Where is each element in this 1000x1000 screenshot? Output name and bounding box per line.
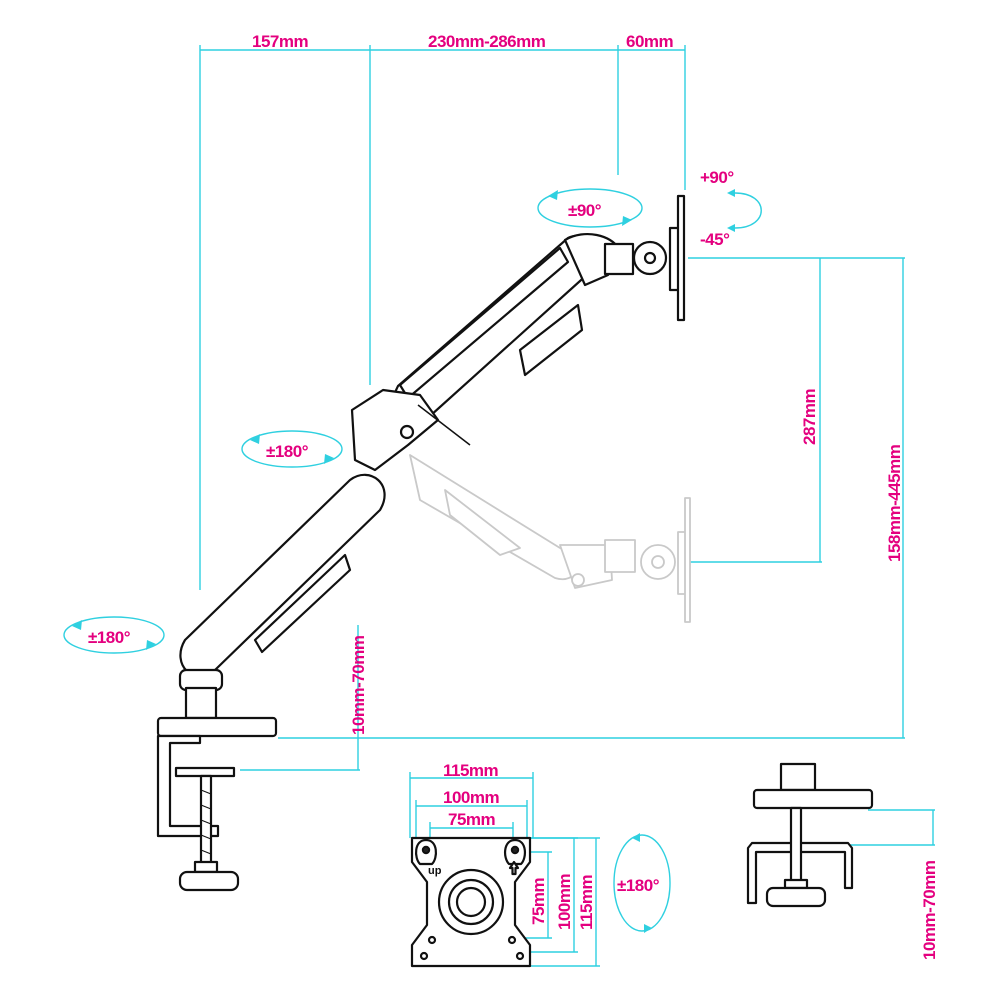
vesa-115mm-height: 115mm bbox=[577, 874, 596, 930]
height-dimension-lines bbox=[240, 257, 905, 771]
rotation-plate-indicator bbox=[613, 833, 671, 933]
tilt-down-label: -45° bbox=[700, 230, 730, 249]
clamp-knob bbox=[178, 870, 240, 892]
lower-arm bbox=[179, 473, 386, 678]
vesa-up-label: up bbox=[428, 865, 442, 877]
lower-arm-spring bbox=[253, 553, 352, 654]
dim-158-445mm: 158mm-445mm bbox=[885, 444, 904, 562]
base-column bbox=[184, 686, 218, 720]
rotation-elbow-label: ±180° bbox=[266, 442, 309, 461]
vesa-dimension-lines bbox=[409, 772, 600, 967]
vesa-plate bbox=[410, 836, 532, 968]
tilt-indicator bbox=[727, 189, 762, 232]
clamp-top-plate bbox=[156, 716, 278, 738]
rotation-head-label: ±90° bbox=[568, 201, 602, 220]
rotation-base-indicator bbox=[63, 616, 165, 654]
dim-clamp-detail-10-70mm: 10mm-70mm bbox=[920, 860, 939, 960]
up-arrow-icon bbox=[508, 860, 520, 876]
clamp-detail-screw bbox=[789, 806, 803, 890]
rotation-plate-label: ±180° bbox=[617, 876, 660, 895]
clamp-detail bbox=[746, 762, 874, 908]
rotation-base-label: ±180° bbox=[88, 628, 131, 647]
rotation-head-indicator bbox=[537, 188, 643, 228]
elbow-joint bbox=[350, 388, 440, 472]
clamp-detail-dimension-lines bbox=[848, 809, 935, 846]
lowered-arm-ghost bbox=[409, 454, 691, 623]
vesa-115mm-width: 115mm bbox=[443, 761, 499, 780]
clamp-pad bbox=[174, 766, 236, 778]
vesa-plate-side bbox=[676, 194, 686, 322]
clamp-detail-bracket bbox=[746, 841, 854, 905]
clamp-nut bbox=[193, 860, 219, 874]
dim-clamp-10-70mm: 10mm-70mm bbox=[349, 635, 368, 735]
clamp-detail-knob bbox=[765, 886, 827, 908]
vesa-100mm-height: 100mm bbox=[555, 874, 574, 930]
vesa-100mm-width: 100mm bbox=[443, 788, 499, 807]
dim-230-286mm: 230mm-286mm bbox=[428, 32, 546, 51]
top-dimension-lines bbox=[199, 45, 686, 590]
dim-287mm: 287mm bbox=[800, 389, 819, 445]
clamp-detail-top-plate bbox=[752, 788, 874, 810]
rotation-elbow-indicator bbox=[241, 430, 343, 468]
monitor-arm bbox=[156, 194, 686, 892]
vesa-75mm-height: 75mm bbox=[529, 877, 548, 925]
dim-157mm: 157mm bbox=[252, 32, 308, 51]
upper-arm-spring bbox=[518, 303, 584, 377]
tilt-block bbox=[603, 242, 635, 276]
vesa-75mm-width: 75mm bbox=[448, 810, 496, 829]
tilt-up-label: +90° bbox=[700, 168, 734, 187]
upper-arm-cover bbox=[398, 246, 570, 400]
dim-60mm: 60mm bbox=[626, 32, 674, 51]
clamp-detail-column bbox=[779, 762, 817, 792]
clamp-detail-nut bbox=[783, 878, 809, 890]
